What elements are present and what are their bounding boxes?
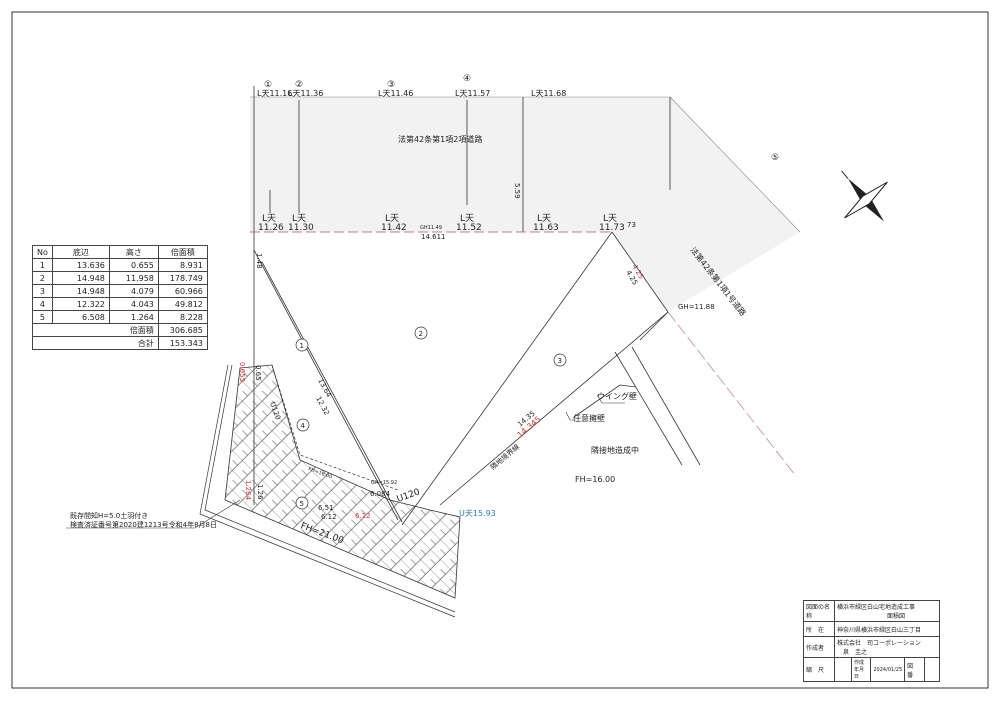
neighbor-developing-label: 隣接地造成中	[591, 445, 639, 455]
callout-line-1: 既存間知H=5.0土羽付き	[70, 511, 148, 520]
svg-text:L天: L天	[603, 214, 617, 224]
svg-text:L天: L天	[292, 214, 306, 224]
bottom-levels: L天11.26 L天11.30 L天11.42 L天11.52 L天11.63 …	[258, 214, 636, 233]
svg-text:11.52: 11.52	[456, 223, 482, 233]
slope-hatched-area	[224, 364, 461, 599]
neighbor-fh: FH=16.00	[575, 475, 615, 484]
road-width: 5.59	[513, 183, 521, 199]
lot-number-3: 3	[553, 353, 567, 367]
marker-2: ②	[295, 80, 303, 90]
marker-4: ④	[463, 74, 471, 84]
svg-text:1.26: 1.26	[256, 484, 264, 500]
svg-text:1: 1	[300, 342, 304, 350]
lot-number-4: 4	[296, 418, 310, 432]
svg-text:11.63: 11.63	[533, 223, 559, 233]
svg-text:L天: L天	[262, 214, 276, 224]
svg-text:0.655: 0.655	[238, 362, 246, 382]
lot-number-2: 2	[414, 326, 428, 340]
gh-small: GH11.49	[420, 225, 442, 231]
header-no: No	[32, 245, 53, 259]
marker-3: ③	[387, 80, 395, 90]
sheet-border	[11, 11, 989, 689]
top-level: L天11.57	[455, 89, 490, 98]
header-base: 底辺	[51, 245, 110, 259]
svg-text:1.48: 1.48	[255, 253, 263, 269]
top-level: L天11.16	[257, 89, 292, 98]
retaining-wall-label: 任意擁壁	[573, 413, 605, 423]
svg-text:11.26: 11.26	[258, 223, 284, 233]
svg-text:6.51: 6.51	[318, 504, 334, 512]
svg-text:L天: L天	[385, 214, 399, 224]
svg-text:L天: L天	[537, 214, 551, 224]
north-arrow-icon	[841, 170, 888, 222]
svg-text:2: 2	[419, 330, 423, 338]
svg-text:L天: L天	[460, 214, 474, 224]
svg-text:6.084: 6.084	[370, 490, 391, 498]
title-block: 図面の名称横浜市緑区白山宅地造成工事面積図 所 在神奈川県横浜市緑区白山三丁目 …	[803, 600, 940, 682]
road-area	[250, 97, 800, 312]
road-label-top: 法第42条第1項2項道路	[398, 134, 482, 144]
road-boundary-dashed	[667, 311, 796, 476]
svg-text:5: 5	[300, 500, 304, 508]
svg-text:12.32: 12.32	[314, 395, 330, 416]
top-level: L天11.46	[378, 89, 413, 98]
wing-wall-label: ウイング壁	[597, 391, 637, 401]
svg-text:11.73: 11.73	[599, 223, 625, 233]
svg-text:1.264: 1.264	[244, 480, 252, 501]
top-level: L天11.36	[288, 89, 323, 98]
header-height: 高さ	[108, 245, 159, 259]
svg-text:4: 4	[301, 422, 306, 430]
svg-text:6.12: 6.12	[321, 513, 337, 521]
callout-line-2: 検査済証番号第2020建1213号令和4年8月8日	[70, 520, 217, 529]
svg-text:3: 3	[558, 357, 562, 365]
marker-5: ⑤	[771, 153, 779, 163]
lot-number-5: 5	[295, 496, 309, 510]
marker-1: ①	[264, 80, 272, 90]
frontage-dim: 14.611	[421, 233, 446, 241]
u120-bottom: U120	[396, 487, 422, 505]
svg-text:11.42: 11.42	[381, 223, 407, 233]
lot-number-1: 1	[295, 338, 309, 352]
svg-text:GH=15.92: GH=15.92	[371, 480, 397, 486]
svg-text:6.12: 6.12	[355, 512, 371, 520]
svg-text:73: 73	[627, 221, 636, 229]
u-level: U天15.93	[459, 509, 496, 518]
svg-text:0.65: 0.65	[254, 365, 262, 381]
gh-right: GH=11.88	[678, 303, 715, 311]
header-double-area: 倍面積	[157, 245, 208, 259]
svg-text:隣地境界線: 隣地境界線	[489, 442, 522, 471]
lot-lines	[253, 231, 701, 526]
svg-text:11.30: 11.30	[288, 223, 314, 233]
top-level: L天11.68	[531, 89, 566, 98]
